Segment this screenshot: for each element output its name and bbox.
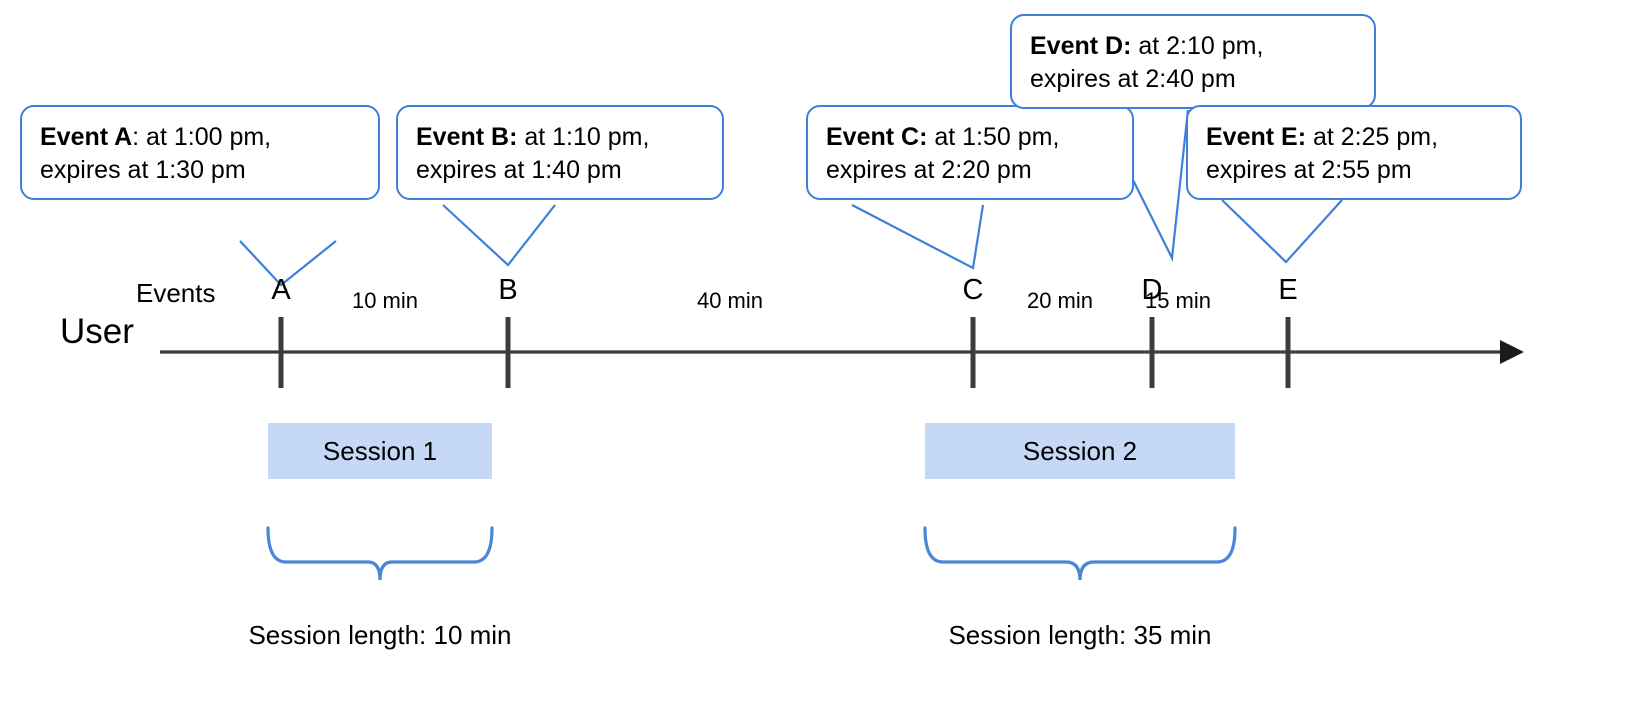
callout-c-line1: Event C: at 1:50 pm, [826,123,1059,151]
callout-e-line2: expires at 2:55 pm [1206,155,1412,184]
callout-a-rest: at 1:00 pm, [139,123,272,151]
callout-tail-e [1221,199,1343,264]
session-2-length-caption: Session length: 35 min [948,620,1212,650]
callout-tail-b [442,204,556,267]
callout-c-title: Event C: [826,123,928,151]
callout-d-rest: at 2:10 pm, [1131,32,1264,60]
callout-c-rest: at 1:50 pm, [927,123,1060,151]
callout-event-a[interactable]: Event A: at 1:00 pm, expires at 1:30 pm [20,105,380,200]
callout-e-line1: Event E: at 2:25 pm, [1206,123,1438,151]
events-row-label: Events [136,278,216,308]
session-block-1[interactable]: Session 1 [268,423,492,479]
marker-label-b: B [498,274,518,306]
interval-label-b-c: 40 min [696,288,764,313]
callout-b-line2: expires at 1:40 pm [416,155,622,184]
session-1-label: Session 1 [322,435,438,466]
callout-a-line1: Event A: at 1:00 pm, [40,123,271,151]
session-1-length-caption: Session length: 10 min [248,620,512,650]
marker-label-a: A [271,274,291,306]
session-2-label: Session 2 [1022,435,1138,466]
callout-b-title: Event B: [416,123,518,151]
callout-event-c[interactable]: Event C: at 1:50 pm, expires at 2:20 pm [806,105,1134,200]
callout-event-e[interactable]: Event E: at 2:25 pm, expires at 2:55 pm [1186,105,1522,200]
callout-a-title: Event A [40,123,133,151]
marker-label-e: E [1278,274,1298,306]
session-block-2[interactable]: Session 2 [925,423,1235,479]
callout-b-rest: at 1:10 pm, [517,123,650,151]
callout-d-title: Event D: [1030,32,1132,60]
event-tick-marks [278,317,1291,388]
callout-a-sep: : [132,123,140,151]
callout-b-line1: Event B: at 1:10 pm, [416,123,649,151]
axis-label-user: User [60,312,134,351]
callout-d-line1: Event D: at 2:10 pm, [1030,32,1263,60]
interval-label-a-b: 10 min [351,288,419,313]
callout-event-b[interactable]: Event B: at 1:10 pm, expires at 1:40 pm [396,105,724,200]
callout-tail-c [851,204,985,270]
callout-c-line2: expires at 2:20 pm [826,155,1032,184]
brace-session-1 [266,526,494,581]
callout-e-rest: at 2:25 pm, [1306,123,1439,151]
callout-event-d[interactable]: Event D: at 2:10 pm, expires at 2:40 pm [1010,14,1376,109]
timeline-axis [160,340,1524,364]
callout-d-line2: expires at 2:40 pm [1030,64,1236,93]
callout-a-line2: expires at 1:30 pm [40,155,246,184]
callout-e-title: Event E: [1206,123,1307,151]
marker-label-c: C [962,274,984,306]
marker-label-d: D [1141,274,1163,306]
brace-session-2 [923,526,1237,581]
interval-label-d-e: 15 min [1144,288,1212,313]
interval-label-c-d: 20 min [1026,288,1094,313]
